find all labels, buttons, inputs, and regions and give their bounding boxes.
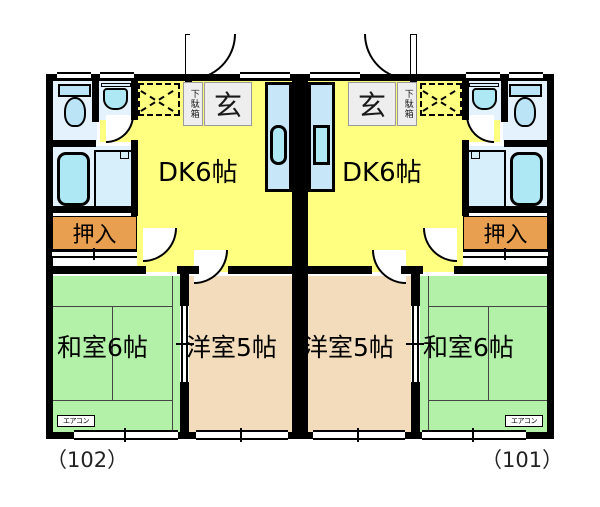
interior-wall-bath-dk-right: [501, 74, 508, 122]
washitsu-label-left: 和室6帖: [57, 333, 148, 362]
closet-left: 押入: [52, 216, 137, 250]
window-mullion: [124, 428, 126, 442]
interior-wall-bath-bottom-right2: [462, 206, 554, 213]
washitsu-fill-left: [52, 276, 180, 437]
tatami-seam: [428, 276, 429, 437]
aircon-tag-right: エアコン: [505, 415, 543, 427]
drain-marker-icon: [120, 150, 129, 159]
washbasin-icon: [472, 88, 497, 110]
sliding-partition-mullion-right: [406, 343, 424, 345]
washbasin-counter-line: [101, 83, 131, 87]
unit-number-right: （101）: [481, 448, 564, 472]
shoebox-label-left: 下駄箱: [183, 82, 203, 126]
dk-label-right: DK6帖: [342, 158, 422, 188]
exterior-wall-top-left: [46, 74, 292, 81]
closet-fusuma-mullion-left: [93, 248, 95, 260]
interior-wall-dk-rooms-right: [454, 266, 554, 274]
window-mullion: [240, 428, 242, 442]
toilet-tank-icon: [58, 84, 91, 97]
interior-wall-rooms-left-bot: [180, 382, 189, 439]
washitsu-fill-right: [420, 276, 548, 437]
youshitsu-label-right: 洋室5帖: [303, 333, 394, 362]
exterior-wall-bottom-right: [524, 432, 554, 439]
washbasin-counter-line: [469, 83, 499, 87]
closet-right: 押入: [463, 216, 548, 250]
toilet-bowl-icon: [64, 97, 86, 127]
exterior-wall-bottom-left: [46, 432, 76, 439]
interior-wall-bath-bottom-left2: [46, 206, 138, 213]
interior-wall-dk-rooms-right3: [308, 266, 372, 274]
kitchen-sink-counter-icon: [265, 82, 292, 192]
aircon-tag-left: エアコン: [57, 415, 95, 427]
washing-area-icon: [94, 150, 134, 208]
exterior-wall-top-right: [308, 74, 554, 81]
window-mullion: [472, 428, 474, 442]
kitchen-sink-basin-icon: [270, 125, 287, 165]
unit-number-left: （102）: [46, 448, 129, 472]
overhead-storage-right: [420, 83, 462, 116]
youshitsu-fill-right: [308, 276, 411, 437]
entrance-label-right: 玄: [348, 82, 396, 126]
overhead-storage-left: [138, 83, 180, 116]
window-toilet-right: [509, 72, 543, 80]
dk-label-left: DK6帖: [158, 158, 238, 188]
party-wall-center: [292, 74, 308, 439]
interior-wall-bath-dk-right2: [462, 74, 469, 120]
shoebox-label-right: 下駄箱: [397, 82, 417, 126]
entry-door-leaf-right: [410, 34, 417, 82]
youshitsu-label-left: 洋室5帖: [186, 333, 277, 362]
entrance-label-left: 玄: [204, 82, 252, 126]
toilet-tank-icon: [509, 84, 542, 97]
drain-marker-icon: [471, 150, 480, 159]
window-toilet-left: [57, 72, 91, 80]
exterior-wall-right: [547, 74, 554, 439]
sliding-partition-mullion-left: [176, 343, 194, 345]
exterior-wall-left: [46, 74, 53, 439]
interior-wall-rooms-right-bot: [411, 382, 420, 439]
window-washbasin-left: [100, 72, 134, 80]
closet-fusuma-mullion-right: [504, 248, 506, 260]
window-washbasin-right: [466, 72, 500, 80]
washitsu-label-right: 和室6帖: [423, 333, 514, 362]
interior-wall-dk-rooms-left3: [228, 266, 292, 274]
bathtub-icon: [510, 152, 543, 206]
sliding-window-washitsu-right: [422, 430, 526, 440]
kitchen-stove-icon: [313, 125, 330, 165]
interior-wall-dk-rooms-left: [46, 266, 146, 274]
bathtub-icon: [57, 152, 90, 206]
sliding-window-youshitsu-right: [313, 430, 405, 440]
interior-wall-rooms-right-top: [411, 266, 420, 306]
sliding-window-washitsu-left: [74, 430, 178, 440]
window-dk-right: [310, 72, 360, 80]
tatami-seam: [488, 306, 489, 401]
washbasin-icon: [103, 88, 128, 110]
interior-wall-bath-dk-right3: [462, 140, 469, 216]
interior-wall-rooms-left-top: [180, 266, 189, 306]
window-mullion: [357, 428, 359, 442]
interior-wall-bath-dk-left2: [131, 74, 138, 120]
tatami-seam: [172, 276, 173, 437]
toilet-bowl-icon: [514, 97, 536, 127]
sliding-window-youshitsu-left: [196, 430, 288, 440]
window-dk-left: [240, 72, 290, 80]
interior-wall-bath-dk-left3: [131, 140, 138, 216]
interior-wall-bath-bottom-right: [504, 140, 554, 147]
youshitsu-fill-left: [189, 276, 292, 437]
tatami-seam: [112, 306, 113, 401]
interior-wall-bath-bottom-left: [46, 140, 96, 147]
interior-wall-bath-dk-left: [92, 74, 99, 122]
